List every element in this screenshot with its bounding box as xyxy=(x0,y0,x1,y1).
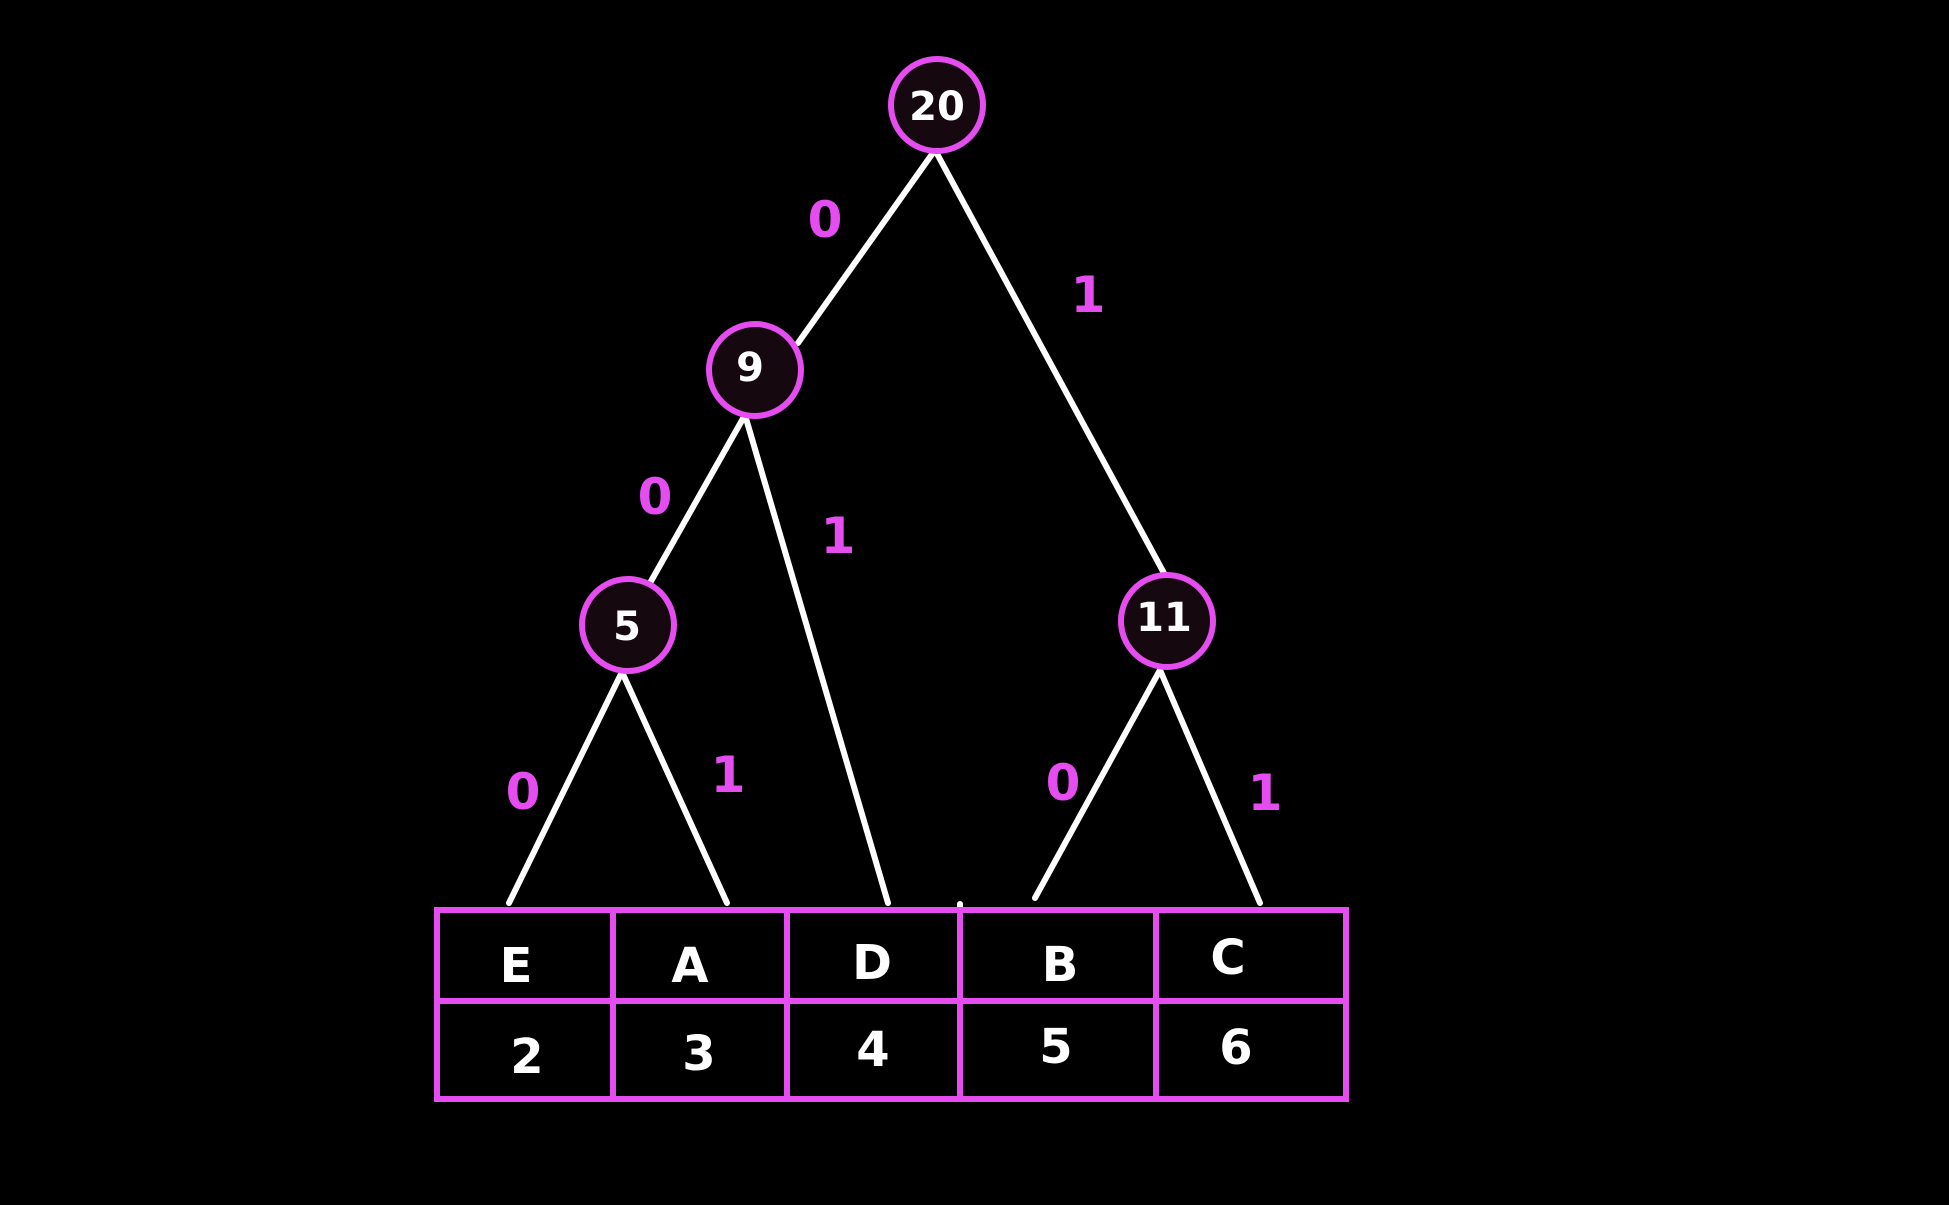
node-circle xyxy=(579,576,677,674)
edge-9-to-D xyxy=(742,412,891,906)
tree-node-9: 9 xyxy=(706,321,804,419)
symbol-cell-A: A xyxy=(671,938,708,994)
symbol-cell-D: D xyxy=(852,935,892,991)
node-value: 9 xyxy=(736,345,764,391)
leaf-table: E A D B C 2 3 4 5 6 xyxy=(434,907,1349,1102)
frequency-cell-A: 3 xyxy=(682,1026,715,1082)
bit-label-11-left: 0 xyxy=(1046,754,1081,812)
bit-label-5-left: 0 xyxy=(506,763,541,821)
node-circle xyxy=(1118,572,1216,670)
bit-label-9-right: 1 xyxy=(821,507,856,565)
frequency-cell-E: 2 xyxy=(510,1029,543,1085)
bit-label-11-right: 1 xyxy=(1248,764,1283,822)
edge-labels: 0 1 0 1 0 1 0 1 xyxy=(506,191,1283,822)
node-value: 20 xyxy=(909,84,965,130)
node-circle xyxy=(706,321,804,419)
edge-5-to-E xyxy=(506,669,625,906)
bit-label-9-left: 0 xyxy=(638,468,673,526)
bit-label-5-right: 1 xyxy=(711,746,746,804)
symbol-cell-E: E xyxy=(500,938,533,994)
tree-edges xyxy=(506,147,1263,915)
tree-node-5: 5 xyxy=(579,576,677,674)
edge-9-to-5 xyxy=(647,412,748,586)
bit-label-root-right: 1 xyxy=(1071,266,1106,324)
tree-node-11: 11 xyxy=(1118,572,1216,670)
symbol-cell-B: B xyxy=(1042,937,1079,993)
node-value: 5 xyxy=(613,604,641,650)
tree-node-root: 20 xyxy=(888,56,986,154)
frequency-cell-D: 4 xyxy=(856,1022,889,1078)
node-circle xyxy=(888,56,986,154)
edge-11-to-C xyxy=(1157,667,1263,906)
edge-5-to-A xyxy=(619,669,730,906)
edge-root-to-11 xyxy=(932,147,1168,578)
bit-label-root-left: 0 xyxy=(808,191,843,249)
edge-11-to-B xyxy=(1032,667,1163,901)
frequency-cell-C: 6 xyxy=(1219,1020,1252,1076)
table-border xyxy=(434,907,1349,1102)
frequency-cell-B: 5 xyxy=(1039,1019,1072,1075)
node-value: 11 xyxy=(1136,595,1192,641)
symbol-cell-C: C xyxy=(1210,930,1245,986)
edge-root-to-9 xyxy=(795,147,938,346)
